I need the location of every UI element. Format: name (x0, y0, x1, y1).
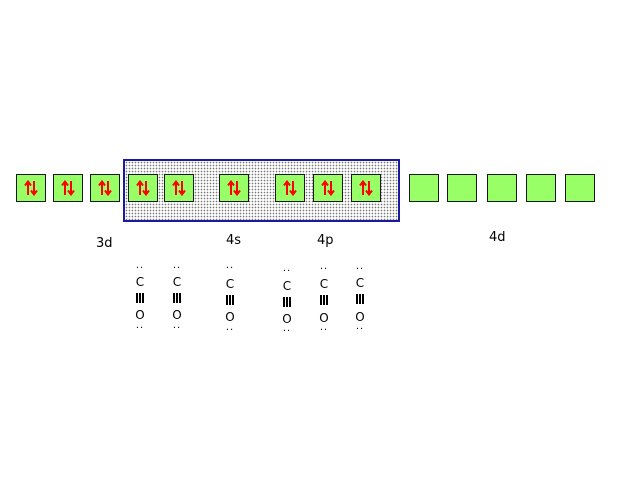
spin-down-arrow (233, 181, 241, 197)
carbon-atom: C (172, 275, 182, 289)
orbital-box-4d-1 (409, 174, 439, 202)
lone-pair-bottom: ·· (319, 325, 329, 336)
lone-pair-bottom: ·· (282, 326, 292, 337)
electron-pair-icon (172, 179, 186, 197)
orbital-box-3d-3 (90, 174, 120, 202)
triple-bond (320, 295, 328, 305)
oxygen-atom: O (319, 311, 329, 325)
lone-pair-bottom: ·· (355, 324, 365, 335)
label-4s: 4s (226, 233, 242, 248)
electron-pair-icon (283, 179, 297, 197)
orbital-box-3d-5 (164, 174, 194, 202)
spin-up-arrow (98, 179, 106, 195)
electron-pair-icon (227, 179, 241, 197)
oxygen-atom: O (172, 308, 182, 322)
lone-pair-top: ·· (319, 264, 329, 275)
spin-up-arrow (172, 179, 180, 195)
carbon-atom: C (135, 275, 145, 289)
orbital-box-3d-4 (128, 174, 158, 202)
orbital-box-3d-2 (53, 174, 83, 202)
spin-up-arrow (227, 179, 235, 195)
electron-pair-icon (136, 179, 150, 197)
spin-down-arrow (327, 181, 335, 197)
spin-up-arrow (283, 179, 291, 195)
spin-down-arrow (67, 181, 75, 197)
lone-pair-top: ·· (172, 263, 182, 274)
spin-up-arrow (61, 179, 69, 195)
carbon-atom: C (355, 276, 365, 290)
carbon-atom: C (319, 277, 329, 291)
lone-pair-top: ·· (135, 263, 145, 274)
co-ligand-4: ·· C O ·· (277, 264, 297, 337)
oxygen-atom: O (225, 310, 235, 324)
spin-down-arrow (142, 181, 150, 197)
triple-bond (173, 293, 181, 303)
label-4p: 4p (317, 233, 334, 248)
spin-up-arrow (24, 179, 32, 195)
triple-bond (136, 293, 144, 303)
lone-pair-top: ·· (282, 266, 292, 277)
electron-pair-icon (61, 179, 75, 197)
spin-down-arrow (289, 181, 297, 197)
orbital-box-3d-1 (16, 174, 46, 202)
orbital-box-4d-2 (447, 174, 477, 202)
lone-pair-bottom: ·· (135, 323, 145, 334)
spin-down-arrow (104, 181, 112, 197)
oxygen-atom: O (135, 308, 145, 322)
electron-pair-icon (24, 179, 38, 197)
orbital-box-4p-3 (351, 174, 381, 202)
co-ligand-6: ·· C O ·· (350, 264, 370, 336)
lone-pair-bottom: ·· (172, 323, 182, 334)
orbital-box-4d-3 (487, 174, 517, 202)
orbital-box-4p-2 (313, 174, 343, 202)
triple-bond (356, 294, 364, 304)
spin-down-arrow (30, 181, 38, 197)
electron-pair-icon (98, 179, 112, 197)
carbon-atom: C (282, 279, 292, 293)
label-4d: 4d (489, 230, 506, 245)
co-ligand-3: ·· C O ·· (220, 264, 240, 336)
triple-bond (283, 297, 291, 307)
spin-down-arrow (178, 181, 186, 197)
spin-up-arrow (321, 179, 329, 195)
lone-pair-top: ·· (355, 264, 365, 275)
spin-down-arrow (365, 181, 373, 197)
orbital-box-4d-4 (526, 174, 556, 202)
co-ligand-1: ·· C O ·· (130, 264, 150, 336)
co-ligand-5: ·· C O ·· (314, 264, 334, 336)
oxygen-atom: O (355, 310, 365, 324)
co-ligand-2: ·· C O ·· (167, 264, 187, 336)
electron-pair-icon (359, 179, 373, 197)
orbital-box-4p-1 (275, 174, 305, 202)
spin-up-arrow (359, 179, 367, 195)
label-3d: 3d (96, 236, 113, 251)
orbital-box-4d-5 (565, 174, 595, 202)
carbon-atom: C (225, 277, 235, 291)
orbital-box-4s (219, 174, 249, 202)
electron-pair-icon (321, 179, 335, 197)
triple-bond (226, 295, 234, 305)
lone-pair-top: ·· (225, 263, 235, 274)
oxygen-atom: O (282, 312, 292, 326)
lone-pair-bottom: ·· (225, 325, 235, 336)
spin-up-arrow (136, 179, 144, 195)
